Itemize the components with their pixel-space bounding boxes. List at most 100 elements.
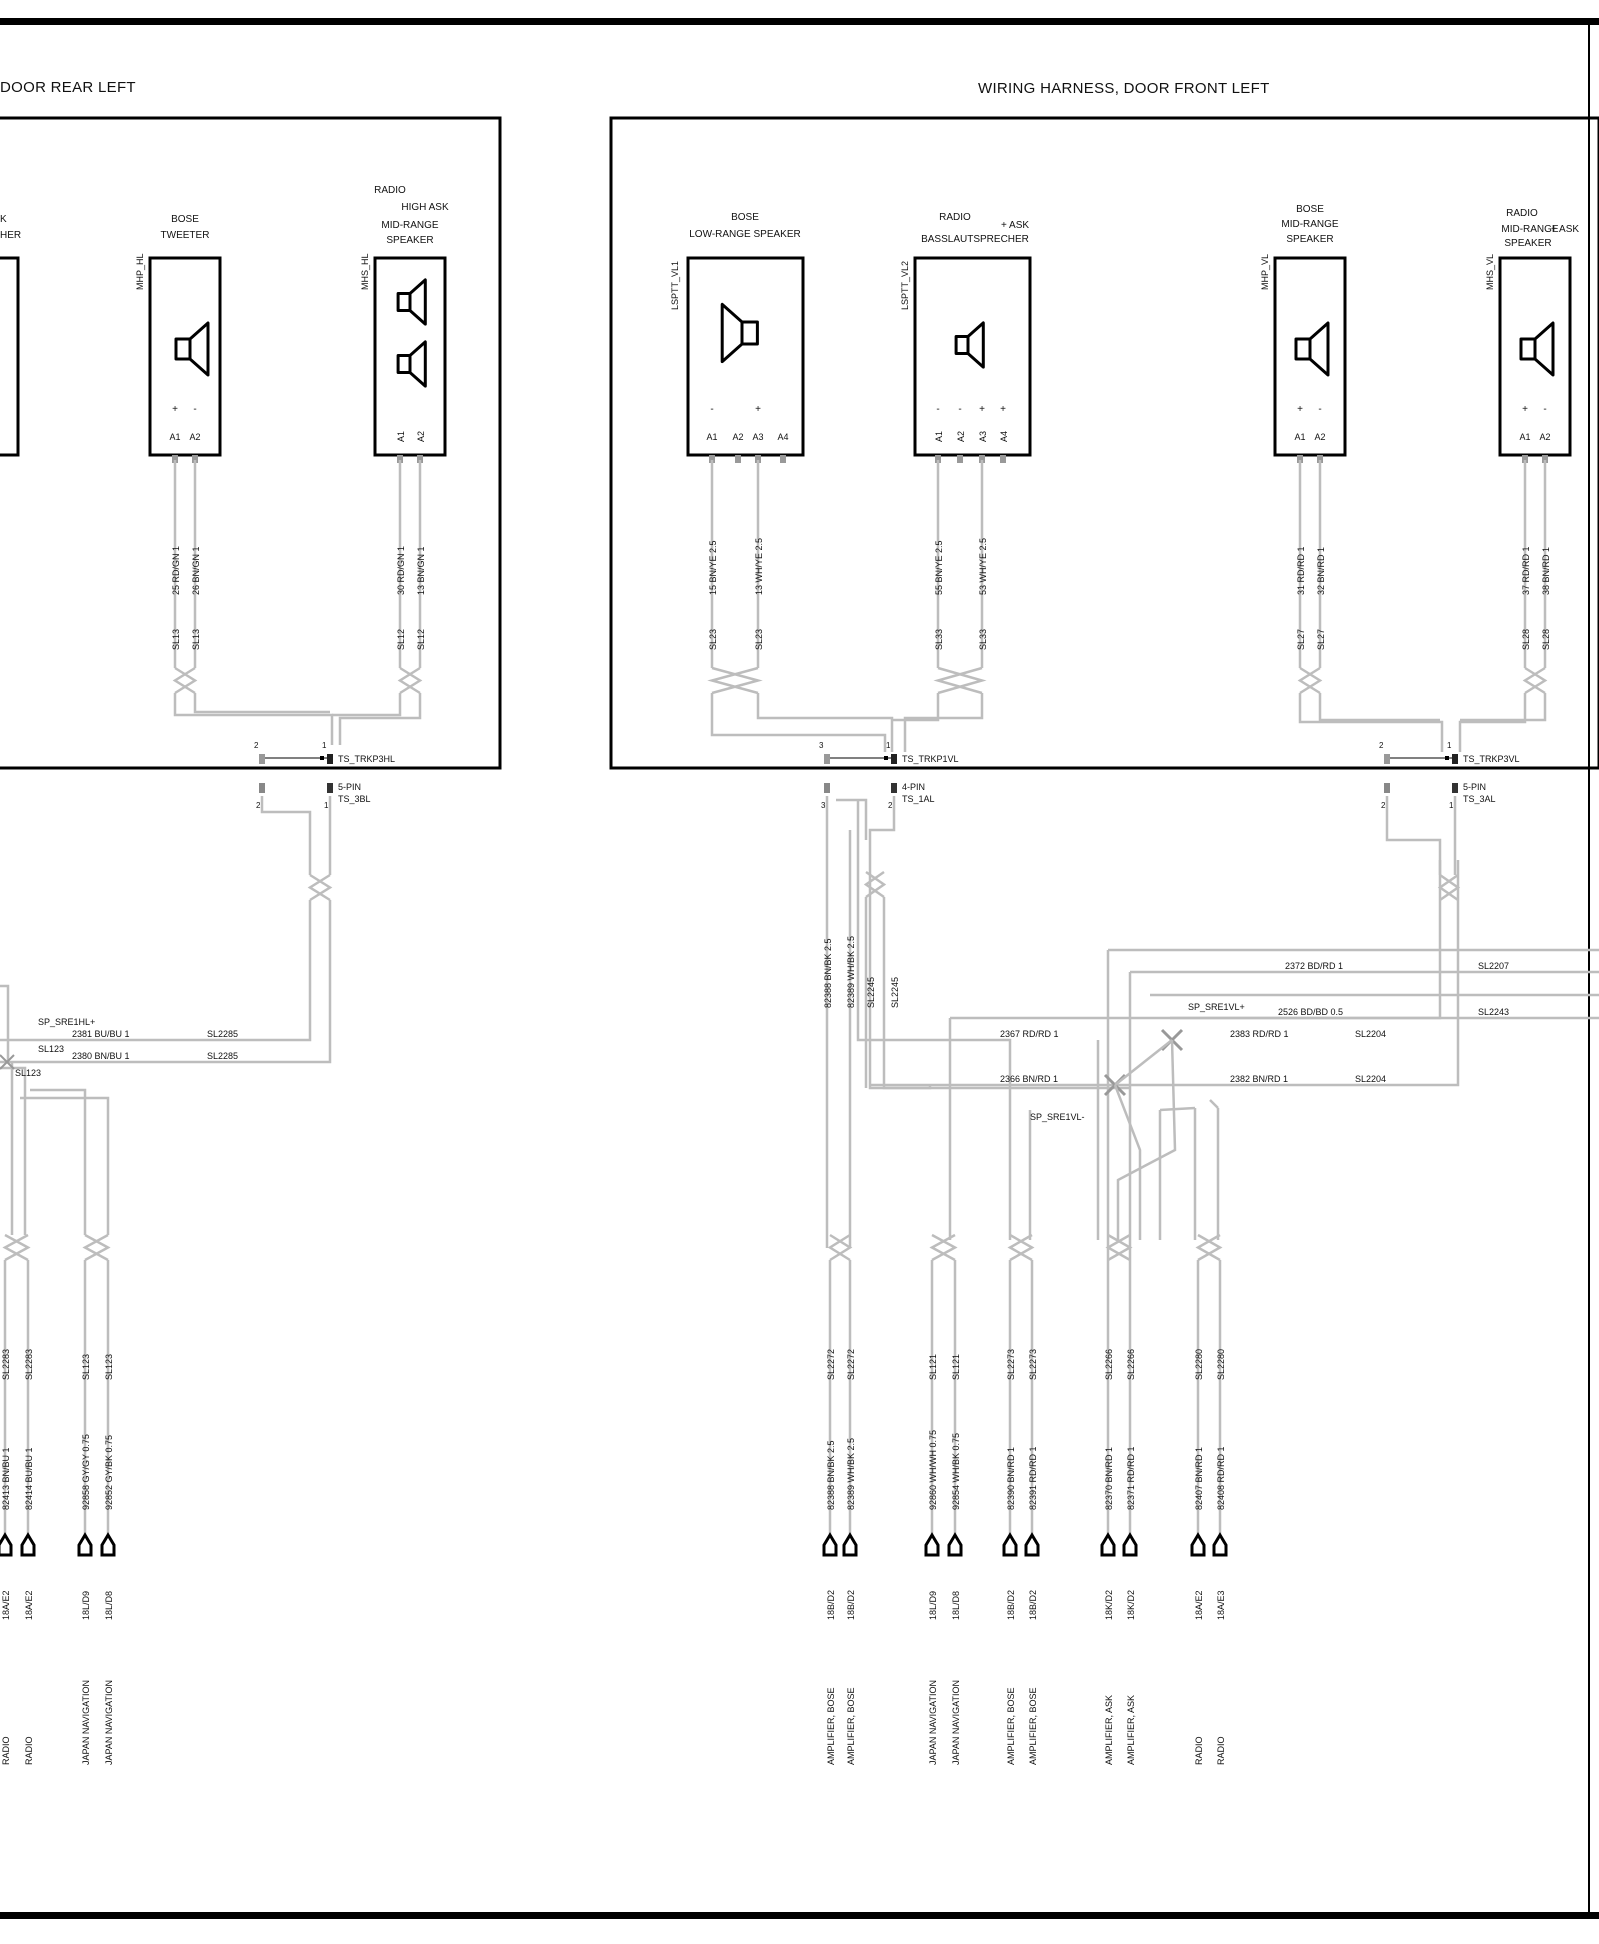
bottom-sl: SL121 xyxy=(928,1354,938,1380)
vertical-wire-label: SL2245 xyxy=(890,977,900,1008)
component-label: SPEAKER xyxy=(1286,234,1333,245)
twist-strand xyxy=(1297,666,1321,695)
terminal-shape xyxy=(1024,1532,1040,1557)
wire-segment xyxy=(836,798,868,840)
twist-strand xyxy=(829,1233,853,1262)
connector-label: TS_TRKP1VL xyxy=(902,754,959,764)
wire-segment xyxy=(856,800,1012,1240)
wire-segment xyxy=(903,693,984,752)
wire-segment xyxy=(1114,1039,1173,1086)
speaker-wire-sl: SL23 xyxy=(708,629,718,650)
wire-segment xyxy=(0,900,332,1064)
pin-label: A2 xyxy=(189,432,200,442)
polarity-sign: + xyxy=(172,404,178,415)
vertical-wire-label: 82389 WH/BK 2.5 xyxy=(846,936,856,1008)
speaker-twist xyxy=(1297,666,1323,695)
bottom-destination: AMPLIFIER, BOSE xyxy=(826,1687,836,1765)
polarity-sign: + xyxy=(979,404,985,415)
speaker-twist xyxy=(172,666,198,695)
terminal-shape xyxy=(947,1532,963,1557)
bottom-destination: AMPLIFIER, ASK xyxy=(1126,1695,1136,1765)
bottom-sl: SL123 xyxy=(104,1354,114,1380)
partial-speaker-box xyxy=(0,256,20,457)
twist-strand xyxy=(1107,1233,1133,1262)
pin-stub xyxy=(1522,455,1528,463)
speaker-wire-sl: SL27 xyxy=(1296,629,1306,650)
connector-label: 5-PIN xyxy=(338,782,361,792)
twist-strand xyxy=(1439,873,1461,902)
pin-label: A1 xyxy=(1519,432,1530,442)
twisted-pair xyxy=(307,873,333,902)
harness-front-title: WIRING HARNESS, DOOR FRONT LEFT xyxy=(978,80,1270,97)
terminal-pin xyxy=(924,1532,940,1557)
bus-wire-label: 2366 BN/RD 1 xyxy=(1000,1074,1058,1084)
speaker-wire-sl: SL12 xyxy=(416,629,426,650)
pin-stub xyxy=(192,455,198,463)
bottom-pin: 18L/D9 xyxy=(81,1591,91,1620)
wire-segment xyxy=(260,796,312,875)
splice-label: SP_SRE1VL- xyxy=(1030,1112,1085,1122)
twist-strand xyxy=(1524,666,1548,695)
terminal-pin xyxy=(100,1532,116,1557)
connector-mark xyxy=(320,756,324,760)
bottom-twist xyxy=(2,1233,31,1262)
bottom-wire: 92860 WH/WH 0.75 xyxy=(928,1430,938,1510)
connector-pin xyxy=(824,754,830,764)
bottom-wire: 92858 GY/GY 0.75 xyxy=(81,1434,91,1510)
component-box xyxy=(373,256,447,457)
bus-wire-label: 2380 BN/BU 1 xyxy=(72,1051,130,1061)
bottom-sl: SL2280 xyxy=(1216,1349,1226,1380)
component-label: BOSE xyxy=(731,212,759,223)
twist-strand xyxy=(1009,1233,1035,1262)
bottom-sl: SL2266 xyxy=(1104,1349,1114,1380)
component-box xyxy=(148,256,222,457)
bottom-pin: 18B/D2 xyxy=(846,1590,856,1620)
pin-label: A2 xyxy=(956,431,966,442)
twist-strand xyxy=(711,666,763,695)
terminal-pin xyxy=(1024,1532,1040,1557)
terminal-shape xyxy=(1190,1532,1206,1557)
speaker-wire-sl: SL33 xyxy=(978,629,988,650)
pin-stub xyxy=(755,455,761,463)
pin-number: 3 xyxy=(821,801,826,810)
pin-stub xyxy=(979,455,985,463)
bottom-sl: SL2273 xyxy=(1028,1349,1038,1380)
bottom-destination: JAPAN NAVIGATION xyxy=(81,1680,91,1765)
bottom-pin: 18A/E2 xyxy=(1194,1590,1204,1620)
bottom-pin: 18A/E3 xyxy=(1216,1590,1226,1620)
terminal-pin xyxy=(822,1532,838,1557)
pin-label: A1 xyxy=(396,431,406,442)
polarity-sign: - xyxy=(936,404,939,415)
bottom-pin: 18B/D2 xyxy=(1028,1590,1038,1620)
connector-mark xyxy=(1445,756,1449,760)
twist-strand xyxy=(827,1233,851,1262)
front-harness-frame xyxy=(609,116,1599,770)
twist-strand xyxy=(172,666,196,695)
bottom-twist xyxy=(1105,1233,1133,1262)
terminal-pin xyxy=(1212,1532,1228,1557)
bus-wire-label: 2382 BN/RD 1 xyxy=(1230,1074,1288,1084)
component-label: SPEAKER xyxy=(386,235,433,246)
wire-segment xyxy=(868,796,932,1090)
pin-number: 3 xyxy=(819,741,824,750)
terminal-pin xyxy=(1190,1532,1206,1557)
speaker-wire-sl: SL13 xyxy=(191,629,201,650)
bottom-twist xyxy=(82,1233,111,1262)
pin-label: A2 xyxy=(732,432,743,442)
twist-strand xyxy=(1197,1233,1223,1262)
wire-segment xyxy=(1298,693,1444,752)
bottom-destination: JAPAN NAVIGATION xyxy=(951,1680,961,1765)
pin-stub xyxy=(1297,455,1303,463)
speaker-wire-label: 15 BN/YE 2.5 xyxy=(708,540,718,595)
speaker-wire-label: 53 WH/YE 2.5 xyxy=(978,538,988,595)
bottom-pin: 18L/D8 xyxy=(104,1591,114,1620)
bottom-sl: SL2266 xyxy=(1126,1349,1136,1380)
polarity-sign: + xyxy=(1297,404,1303,415)
speaker-icon xyxy=(396,340,427,388)
connector-label: 5-PIN xyxy=(1463,782,1486,792)
